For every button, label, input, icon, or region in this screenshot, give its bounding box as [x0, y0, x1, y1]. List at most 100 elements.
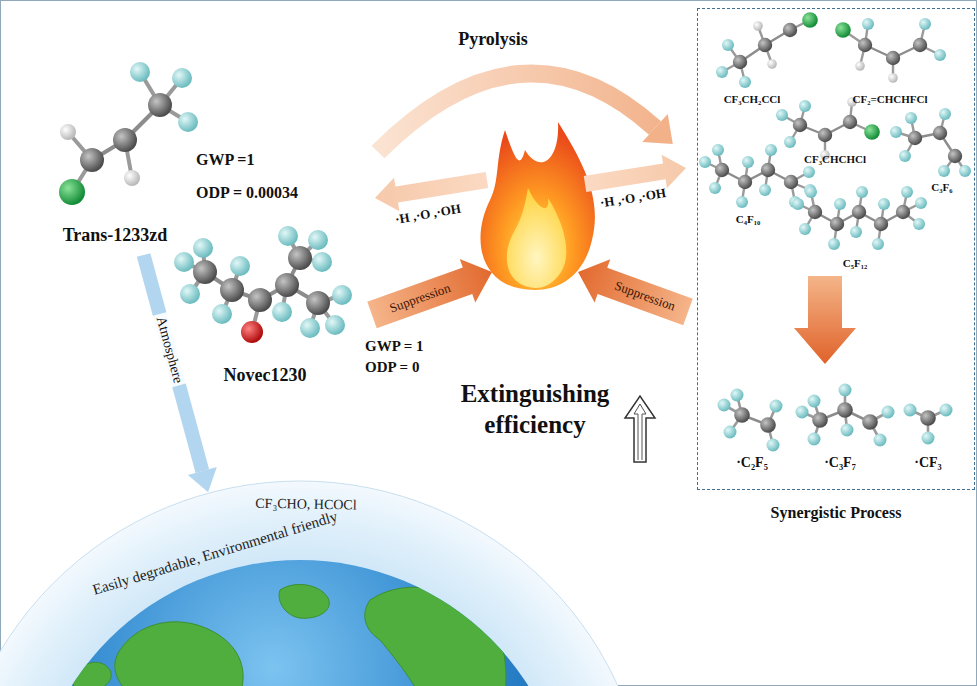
atom [799, 223, 811, 235]
radical-label: ·H ,·O ,·OH [599, 185, 667, 211]
molecule-model [904, 404, 953, 445]
formula-label: CF₂=CHCHFCl [853, 93, 928, 106]
atom [919, 18, 931, 30]
atom [938, 165, 950, 177]
molecule-model [174, 226, 352, 343]
carbon-atom [852, 205, 866, 219]
atom [805, 186, 817, 198]
carbon-atom [80, 148, 104, 172]
atom [882, 406, 895, 419]
formula-label: CF₃CH₂CCl [724, 93, 781, 106]
carbon-atom [760, 417, 776, 433]
atom [934, 49, 946, 61]
carbon-atom [248, 288, 272, 312]
atom [178, 112, 198, 132]
atom [742, 156, 754, 168]
carbon-atom [862, 414, 878, 430]
atom [699, 156, 711, 168]
atom [193, 238, 213, 258]
atom [325, 315, 345, 335]
carbon-atom [113, 128, 137, 152]
atom [172, 68, 192, 88]
carbon-atom [920, 410, 936, 426]
atom [888, 73, 898, 83]
atom [130, 62, 150, 82]
atom [767, 59, 777, 69]
atom [784, 136, 796, 148]
atom [841, 424, 854, 437]
continent [115, 622, 243, 686]
gwp-value: GWP = 1 [365, 337, 424, 355]
earth-globe: CF₃CHO, HCOClEasily degradable, Environm… [0, 480, 650, 686]
carbon-atom [837, 402, 853, 418]
atom [212, 304, 232, 324]
atom [174, 252, 194, 272]
carbon-atom [886, 51, 900, 65]
atom [716, 66, 728, 78]
atom [731, 389, 744, 402]
atom [878, 198, 890, 210]
carbon-atom [193, 260, 217, 284]
process-label: Pyrolysis [458, 29, 528, 51]
atom [915, 197, 927, 209]
atom [872, 238, 884, 250]
atom [904, 404, 917, 417]
molecule-model [59, 62, 198, 205]
carbon-atom [913, 38, 927, 52]
atom [835, 22, 851, 38]
atom [718, 399, 731, 412]
suppression-arrow [578, 259, 693, 325]
atom [759, 184, 771, 196]
carbon-atom [874, 217, 888, 231]
atom [959, 165, 971, 177]
atom [839, 384, 852, 397]
atom [308, 230, 328, 250]
carbon-atom [288, 246, 312, 270]
atom [905, 112, 917, 124]
odp-value: ODP = 0.00034 [196, 183, 298, 202]
formula-label: C₅F₁₂ [843, 257, 868, 270]
atom [59, 179, 85, 205]
atom [796, 406, 809, 419]
atom [722, 39, 734, 51]
carbon-atom [948, 149, 962, 163]
atom [278, 226, 298, 246]
atom [922, 432, 935, 445]
headline-text: Extinguishing efficiency [444, 378, 626, 441]
atom [770, 400, 783, 413]
radical-formula: ·C₃F₇ [824, 455, 856, 472]
carbon-atom [220, 278, 244, 302]
atom [802, 12, 818, 28]
atom [834, 198, 846, 210]
formula-label: C₃F₆ [931, 181, 952, 194]
carbon-atom [793, 118, 807, 132]
molecule-node: Trans-1233zd [30, 45, 200, 255]
atom [828, 238, 840, 250]
radical-formula: ·C₂F₅ [736, 455, 768, 472]
group-heading: Synergistic Process [698, 503, 974, 522]
gwp-value: GWP =1 [196, 150, 254, 169]
carbon-atom [784, 175, 798, 189]
process-group-box: Synergistic Process [697, 8, 975, 490]
increase-arrow [625, 396, 655, 462]
atom [724, 426, 737, 439]
atom [739, 76, 751, 88]
carbon-atom [275, 273, 299, 297]
pyrolysis-arrowhead [642, 114, 673, 144]
flame-inner [507, 188, 566, 288]
atom [939, 108, 951, 120]
atom [803, 166, 815, 178]
carbon-atom [148, 93, 172, 117]
carbon-atom [830, 217, 844, 231]
carbon-atom [758, 38, 772, 52]
molecule-model [792, 186, 927, 250]
atom [767, 439, 780, 452]
carbon-atom [808, 205, 822, 219]
atom [856, 186, 868, 198]
atom [850, 226, 862, 238]
continent [279, 584, 329, 618]
continent [365, 587, 506, 686]
molecule-model [890, 108, 971, 177]
conversion-arrow [794, 276, 856, 364]
molecule-model [776, 97, 880, 160]
